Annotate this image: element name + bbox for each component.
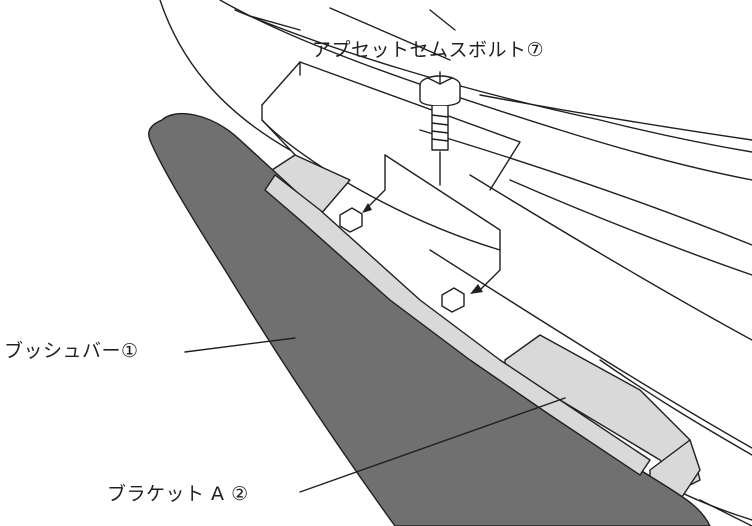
arrow-head — [362, 203, 483, 294]
bracket-label: ブラケット A ② — [107, 483, 249, 505]
bolt-icon — [419, 71, 461, 151]
leader-lines — [184, 337, 566, 493]
bush-bar-label: ブッシュバー① — [4, 340, 139, 362]
vehicle-body-lines — [159, 0, 752, 526]
nut-icon — [339, 207, 465, 313]
bracket-strip — [264, 174, 651, 476]
placement-guide — [364, 151, 501, 291]
bolt-label: アプセットセムスボルト⑦ — [312, 39, 545, 61]
mounting-panel — [261, 61, 521, 251]
